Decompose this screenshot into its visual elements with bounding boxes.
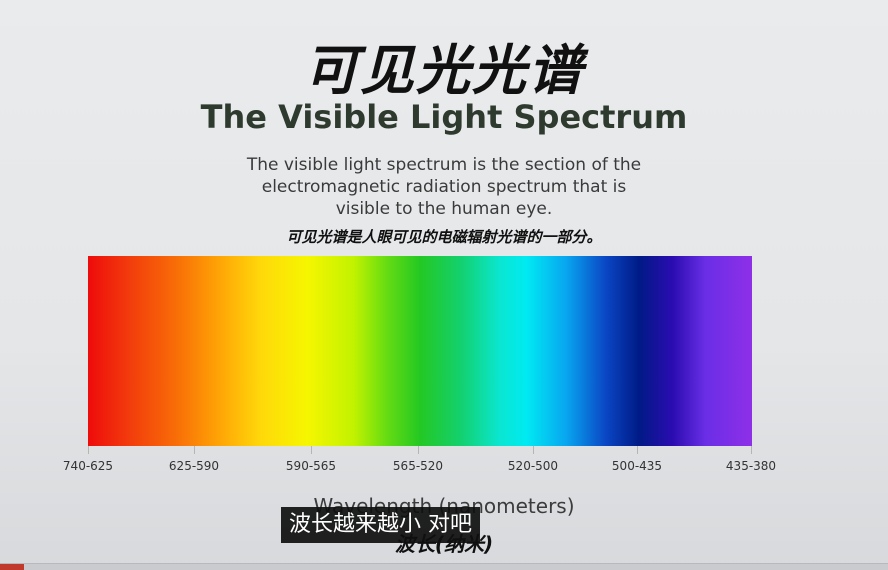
wavelength-range-label: 590-565: [285, 459, 337, 473]
visible-spectrum-bar: [88, 256, 752, 446]
spectrum-tick: [637, 446, 638, 454]
slide-description: The visible light spectrum is the sectio…: [194, 154, 694, 220]
slide-title-en: The Visible Light Spectrum: [200, 98, 688, 136]
spectrum-tick: [418, 446, 419, 454]
spectrum-tick: [311, 446, 312, 454]
wavelength-range-label: 565-520: [392, 459, 444, 473]
spectrum-tick: [88, 446, 89, 454]
spectrum-tick: [751, 446, 752, 454]
video-progress-strip[interactable]: [0, 563, 888, 570]
spectrum-tick: [533, 446, 534, 454]
video-subtitle: 波长越来越小 对吧: [281, 507, 480, 543]
wavelength-range-label: 435-380: [725, 459, 777, 473]
wavelength-range-label: 740-625: [62, 459, 114, 473]
description-line: electromagnetic radiation spectrum that …: [261, 177, 627, 197]
description-line: visible to the human eye.: [335, 199, 553, 219]
wavelength-range-label: 500-435: [611, 459, 663, 473]
slide-title-cn: 可见光光谱: [304, 39, 584, 102]
progress-accent: [0, 564, 24, 570]
wavelength-range-label: 625-590: [168, 459, 220, 473]
description-line: The visible light spectrum is the sectio…: [246, 155, 642, 175]
slide-description-cn: 可见光谱是人眼可见的电磁辐射光谱的一部分。: [286, 228, 602, 246]
wavelength-range-label: 520-500: [507, 459, 559, 473]
spectrum-tick: [194, 446, 195, 454]
